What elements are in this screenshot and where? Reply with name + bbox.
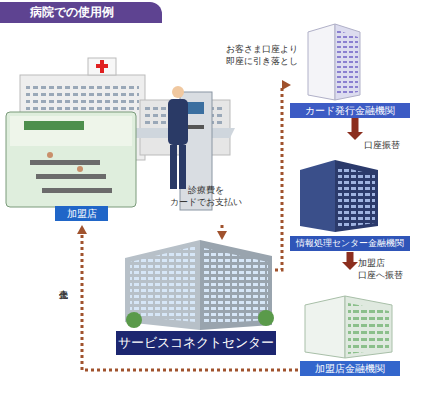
center-building-windows [338,166,375,228]
bank-building-front [305,296,345,358]
bank-tower-side [335,24,360,100]
bench [36,174,106,179]
node-label: カード発行金融機関 [290,103,410,118]
office-building-front [125,240,200,330]
terminal-screen [186,102,204,114]
customer-head [172,86,184,98]
edge-label: 加盟店 口座へ振替 [358,257,414,281]
patient [77,166,83,172]
issuer-bank-node: カード発行金融機関 [288,20,412,118]
tree [258,310,274,326]
card-slot [188,125,204,129]
bench [42,188,112,193]
bank-tower-front [308,24,335,100]
diagram-title: 病院での使用例 [30,5,114,20]
bank-building-side [345,296,392,358]
block-flow-arrow [347,252,354,262]
edge-label: 口座振替 [364,139,414,151]
title-tab [0,2,162,23]
merchant-bank-node: 加盟店金融機関 [298,270,402,378]
edge-label: 診療費を カードでお支払い [166,184,246,208]
edge-label: お客さま口座より 即座に引き落とし [226,43,306,67]
reception-window [24,121,84,130]
hospital-roof [88,58,116,75]
red-cross [96,64,108,68]
office-building-windows [204,248,268,324]
node-label: 加盟店金融機関 [300,361,400,376]
node-label: 加盟店 [55,206,108,221]
tree [126,312,142,328]
dotted-flow-arrow [221,225,224,231]
block-flow-arrow [352,118,359,132]
processing-bank-node: 情報処理センター金融機関 [288,140,412,252]
service-center-node: サービスコネクトセンター [115,240,275,357]
node-label: サービスコネクトセンター [115,330,277,356]
center-building-side [335,160,378,232]
bank-building-windows [348,303,389,354]
bank-tower-windows [337,30,358,96]
patient [47,152,53,158]
waiting-room [6,112,136,207]
customer-leg [170,145,177,189]
center-building-front [300,160,335,232]
hospital-windows [26,82,139,110]
customer-leg [179,145,186,189]
waiting-room-wall [10,116,132,146]
dotted-flow-arrow [275,85,282,270]
bench [30,160,100,165]
dotted-flow-arrow [82,234,298,370]
node-label: 情報処理センター金融機関 [290,236,410,251]
customer-body [168,99,188,145]
office-building-windows [130,246,196,322]
